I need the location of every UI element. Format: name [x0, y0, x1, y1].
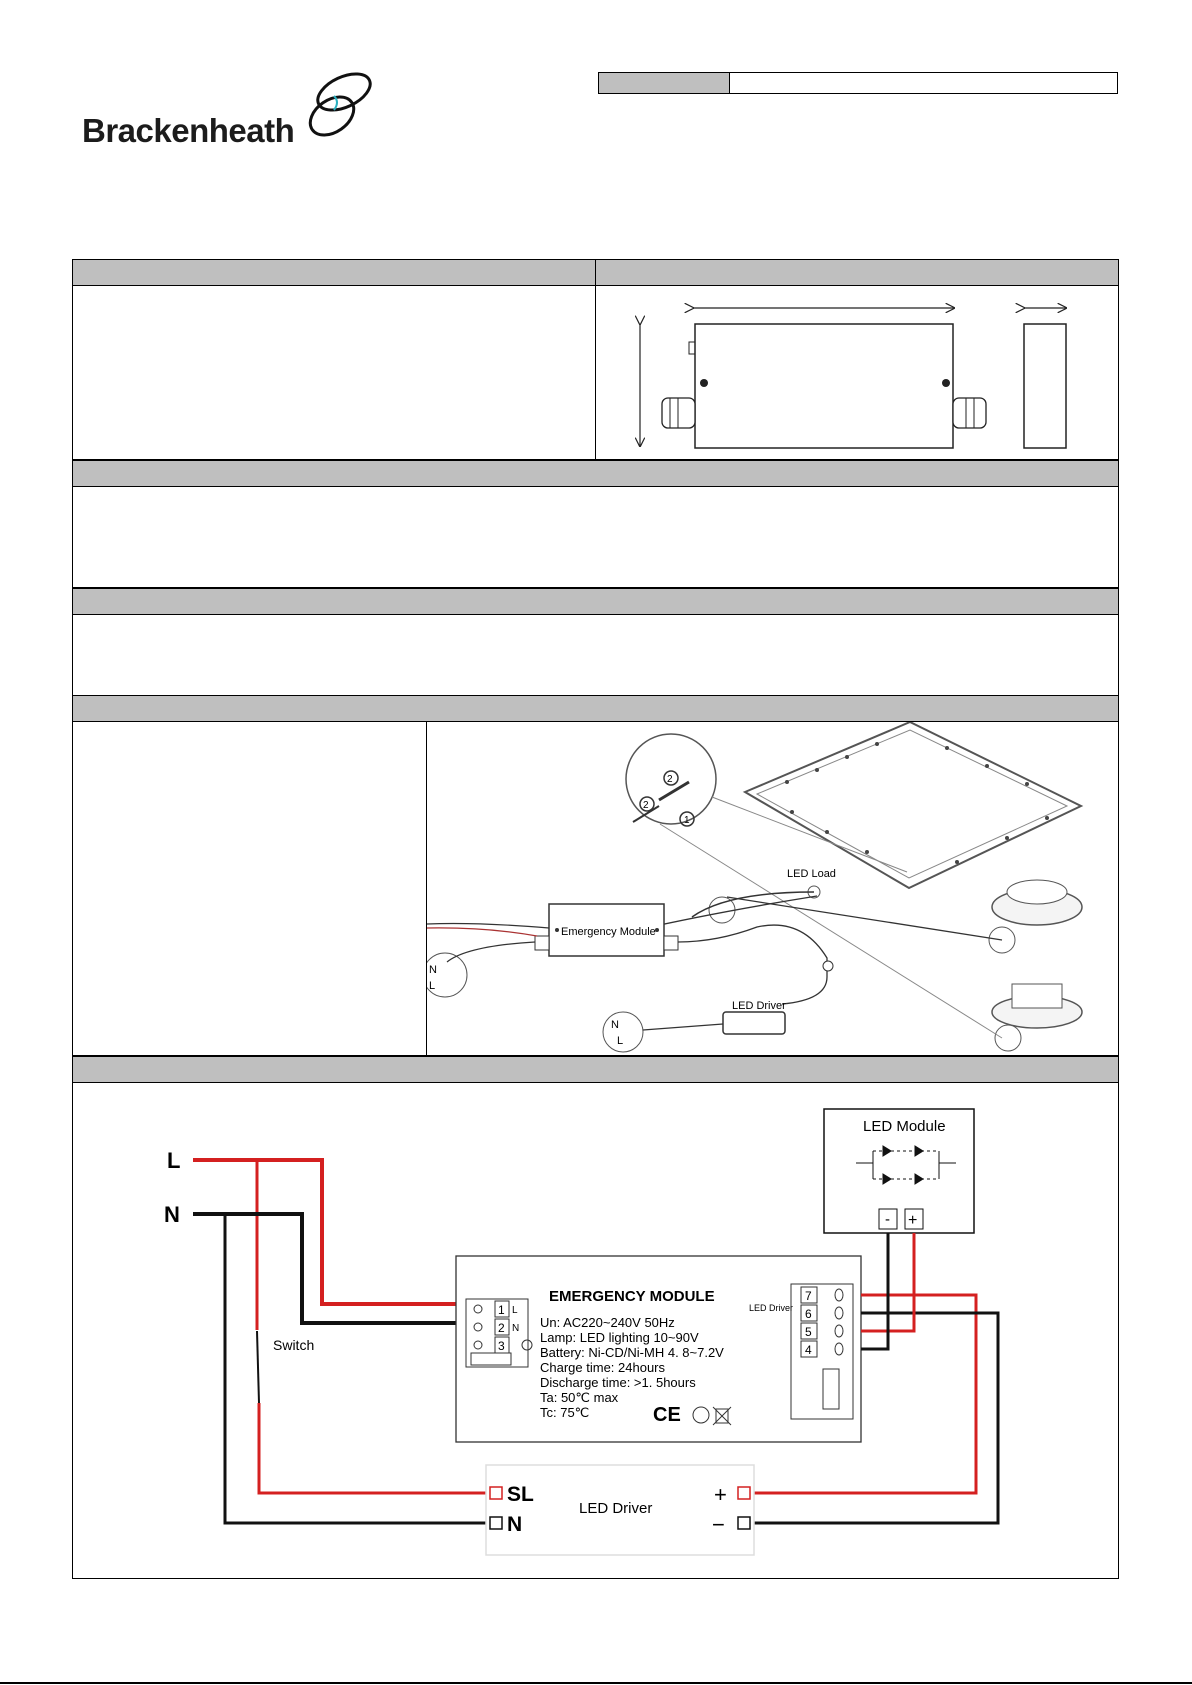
installation-diagram: 2 2 1 LED Load Emergency Module N L LED … — [427, 722, 1084, 1053]
driver-title: LED Driver — [579, 1500, 652, 1517]
section-header-wiring — [72, 1056, 1119, 1083]
right-terminal-7: 7 — [805, 1289, 812, 1303]
right-terminal-6: 6 — [805, 1307, 812, 1321]
driver-n-label: N — [611, 1019, 619, 1031]
wiring-panel — [72, 1082, 1119, 1579]
brand-name: Brackenheath — [82, 112, 295, 149]
mains-n-label: N — [429, 964, 437, 976]
ce-mark: CE — [653, 1404, 681, 1426]
module-spec-ta: Ta: 50℃ max — [540, 1390, 619, 1405]
driver-plus-label: + — [714, 1482, 727, 1507]
led-driver-label: LED Driver — [732, 1000, 786, 1012]
callout-2a: 2 — [667, 774, 673, 785]
right-terminal-4: 4 — [805, 1343, 812, 1357]
line-n-label: N — [164, 1202, 180, 1227]
footer-rule — [0, 1682, 1192, 1684]
emergency-module-label: Emergency Module — [561, 926, 656, 938]
right-terminal-5: 5 — [805, 1325, 812, 1339]
module-spec-charge: Charge time: 24hours — [540, 1360, 666, 1375]
led-driver-tag: LED Driver — [749, 1303, 793, 1313]
header-reference-box — [598, 72, 1118, 94]
led-driver-box — [485, 1464, 755, 1556]
driver-sl-label: SL — [507, 1483, 534, 1506]
section-header-3 — [72, 588, 1119, 615]
mains-l-label: L — [429, 980, 435, 992]
module-spec-discharge: Discharge time: >1. 5hours — [540, 1375, 696, 1390]
module-spec-lamp: Lamp: LED lighting 10~90V — [540, 1330, 699, 1345]
module-spec-tc: Tc: 75℃ — [540, 1405, 589, 1420]
left-terminal-3: 3 — [498, 1339, 505, 1353]
section-header-installation — [72, 695, 1119, 722]
weee-bin-icon — [712, 1406, 732, 1426]
left-terminal-1: 1 — [498, 1303, 505, 1317]
left-label-l: L — [512, 1305, 518, 1316]
led-module-minus: - — [885, 1211, 890, 1228]
left-label-n: N — [512, 1323, 519, 1334]
section-body-2 — [72, 486, 1119, 588]
wiring-diagram: L N Switch LED Module - + EMERGENCY MODU… — [164, 1108, 1000, 1556]
module-title: EMERGENCY MODULE — [549, 1288, 715, 1305]
section-body-3 — [72, 614, 1119, 696]
dimension-drawing — [596, 286, 1118, 449]
swirl-logo-icon — [308, 72, 372, 137]
callout-2b: 2 — [643, 800, 649, 811]
module-spec-un: Un: AC220~240V 50Hz — [540, 1315, 675, 1330]
installation-panel — [72, 721, 1119, 1056]
led-load-label: LED Load — [787, 868, 836, 880]
led-module-title: LED Module — [863, 1118, 946, 1135]
led-array-icon — [856, 1145, 956, 1185]
left-terminal-2: 2 — [498, 1321, 505, 1335]
callout-1: 1 — [684, 815, 690, 826]
switch-label: Switch — [273, 1337, 314, 1353]
led-module-plus: + — [908, 1212, 917, 1229]
earth-icon — [521, 1339, 533, 1351]
module-spec-battery: Battery: Ni-CD/Ni-MH 4. 8~7.2V — [540, 1345, 724, 1360]
driver-l-label: L — [617, 1035, 623, 1047]
led-module-box — [823, 1108, 975, 1234]
driver-n-label: N — [507, 1513, 522, 1536]
line-l-label: L — [167, 1148, 180, 1173]
driver-minus-label: − — [712, 1512, 725, 1537]
section-header-2 — [72, 460, 1119, 487]
recycle-icon — [692, 1406, 710, 1424]
